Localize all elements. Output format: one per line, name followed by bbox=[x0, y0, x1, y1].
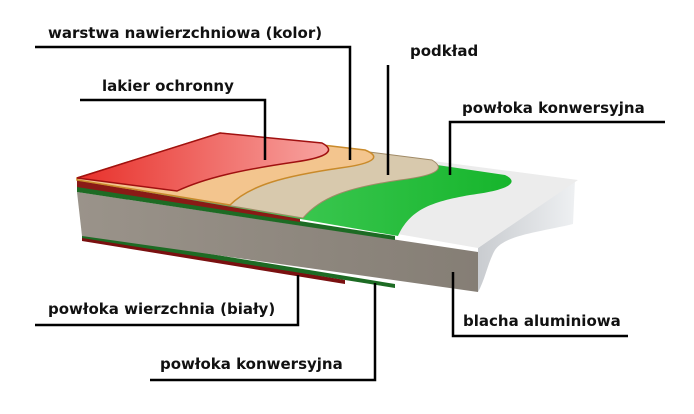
label-top-color: warstwa nawierzchniowa (kolor) bbox=[48, 24, 323, 42]
label-aluminium: blacha aluminiowa bbox=[463, 312, 621, 330]
aluminium-front-face bbox=[77, 192, 478, 292]
leader-lines bbox=[35, 45, 665, 382]
conversion-layer-edge bbox=[77, 186, 395, 240]
label-conversion-bottom: powłoka konwersyjna bbox=[160, 355, 343, 373]
label-conversion-top: powłoka konwersyjna bbox=[462, 99, 645, 117]
label-back-white: powłoka wierzchnia (biały) bbox=[48, 300, 276, 318]
label-clear-coat: lakier ochronny bbox=[102, 77, 234, 95]
label-primer: podkład bbox=[410, 42, 479, 60]
aluminium-side-face bbox=[478, 180, 575, 292]
